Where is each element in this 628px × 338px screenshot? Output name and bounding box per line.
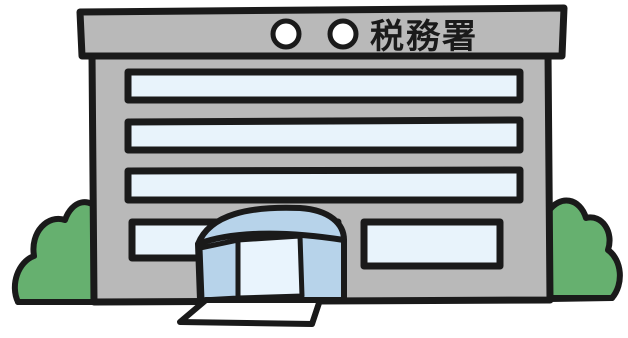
- window-lower-right: [360, 218, 504, 270]
- building-sign-band: [76, 4, 568, 60]
- window-strip-1: [124, 68, 524, 104]
- entrance-roof-line: [195, 230, 347, 247]
- shrub-right: [545, 197, 623, 301]
- shrub-left: [11, 199, 103, 305]
- entrance-glass-panel: [235, 233, 305, 301]
- entrance: [177, 204, 347, 327]
- shrub-right-icon: [545, 197, 623, 301]
- window-strip-2: [124, 116, 524, 154]
- entrance-side-panel: [197, 237, 241, 303]
- building-sign-text: 税務署: [370, 17, 478, 57]
- ground-line: [15, 295, 615, 305]
- circle-icon: [327, 18, 359, 50]
- shrub-left-icon: [11, 199, 103, 305]
- window-strip-3: [124, 166, 524, 204]
- circle-icon: [270, 18, 302, 50]
- entrance-ramp: [177, 297, 323, 327]
